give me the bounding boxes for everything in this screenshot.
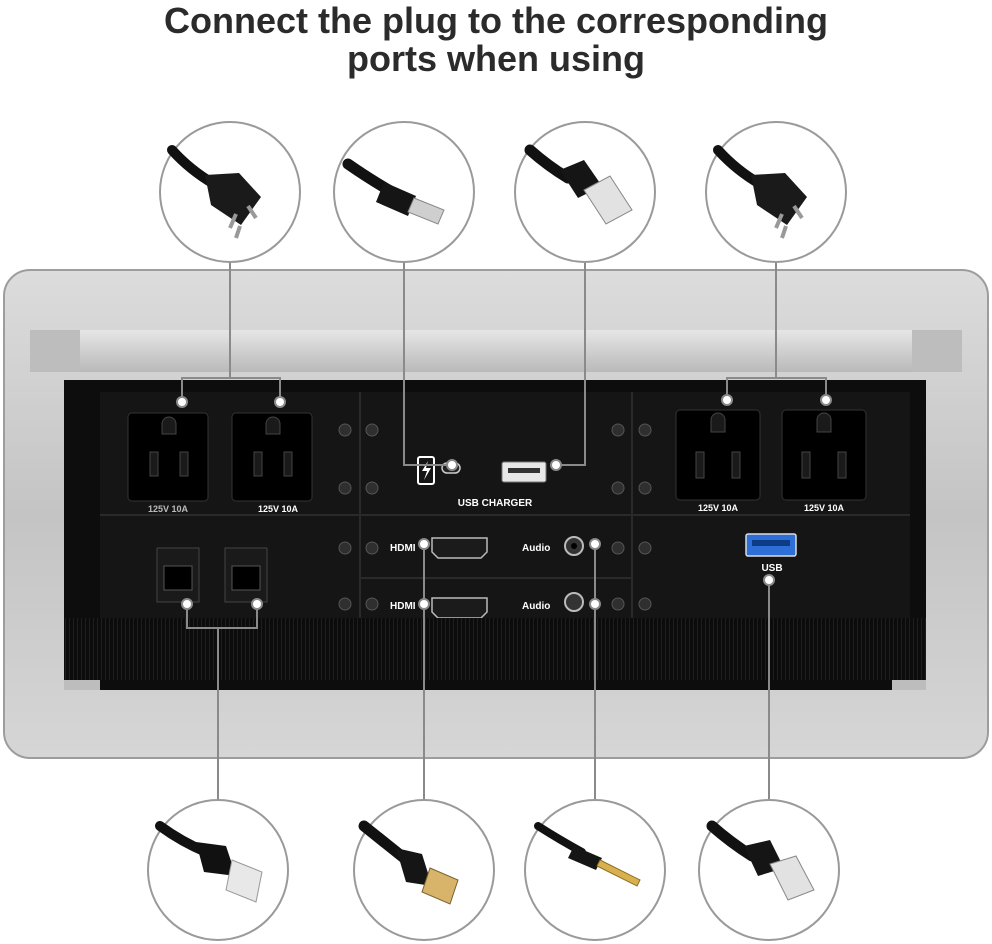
audio-label: Audio — [522, 543, 550, 554]
callout-power-plug-left — [159, 121, 301, 263]
callout-power-plug-right — [705, 121, 847, 263]
outlet-rating: 125V 10A — [258, 504, 299, 514]
hdmi-port — [431, 537, 488, 559]
outlet-rating: 125V 10A — [698, 503, 739, 513]
usb-c-plug-icon — [342, 158, 445, 225]
outlet-rating: 125V 10A — [804, 503, 845, 513]
left-power-outlets: 125V 10A 125V 10A — [127, 412, 313, 514]
hdmi-label: HDMI — [390, 601, 416, 612]
hdmi-port — [431, 597, 488, 619]
heading-line-2: ports when using — [346, 38, 645, 79]
ethernet-plug-icon — [155, 821, 263, 903]
right-power-outlets: 125V 10A 125V 10A — [675, 409, 867, 513]
charging-icon — [417, 456, 435, 485]
usb-module: USB — [745, 533, 797, 574]
callout-usb-a-top — [514, 121, 656, 263]
power-plug-icon — [167, 145, 261, 239]
usb-a-plug-icon — [524, 144, 633, 225]
audio-jack-plug-icon — [534, 822, 641, 887]
audio-label: Audio — [522, 601, 550, 612]
heading-line-1: Connect the plug to the corresponding — [164, 0, 828, 41]
hdmi-audio-module: HDMI Audio — [390, 536, 584, 559]
callout-audio-jack — [524, 799, 666, 941]
callout-ethernet — [147, 799, 289, 941]
usb-a-plug-icon — [706, 820, 815, 901]
hdmi-label: HDMI — [390, 543, 416, 554]
ethernet-ports — [156, 547, 268, 603]
callout-hdmi — [353, 799, 495, 941]
power-plug-icon — [713, 145, 807, 239]
audio-jack-port — [564, 592, 584, 612]
callout-usb-c — [333, 121, 475, 263]
callout-lines — [181, 262, 827, 800]
usb-label: USB — [761, 563, 782, 574]
usb-charger-label: USB CHARGER — [458, 498, 533, 509]
callout-usb-a-bottom — [698, 799, 840, 941]
hdmi-plug-icon — [358, 820, 459, 905]
outlet-rating-faded: 125V 10A — [148, 504, 189, 514]
